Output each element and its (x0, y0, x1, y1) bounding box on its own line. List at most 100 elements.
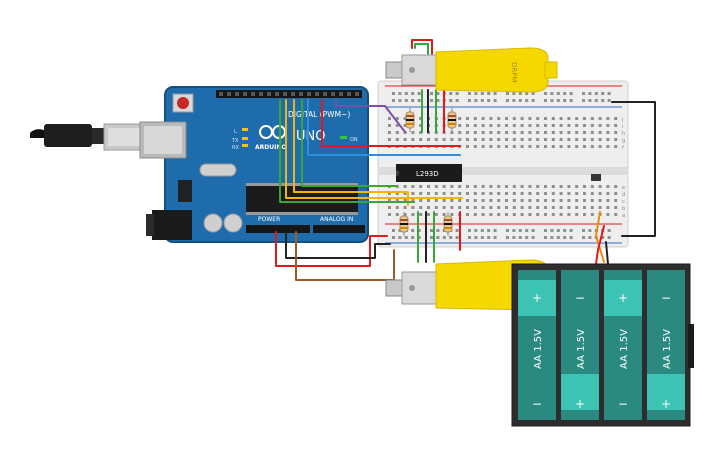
breadboard-hole (481, 117, 485, 120)
breadboard-hole (395, 213, 399, 216)
breadboard-hole (590, 213, 594, 216)
breadboard-hole (606, 131, 610, 134)
breadboard-hole (536, 131, 540, 134)
breadboard-hole (583, 206, 586, 209)
breadboard-hole (536, 117, 540, 120)
breadboard-hole (419, 138, 423, 141)
breadboard-hole (590, 131, 594, 134)
breadboard-hole (544, 206, 547, 209)
power-label: POWER (258, 216, 280, 223)
usb-plug-neck (92, 128, 104, 144)
breadboard-hole (419, 192, 423, 195)
cell-label: AA 1.5V (576, 329, 587, 369)
breadboard-hole (551, 145, 555, 148)
breadboard-hole (466, 199, 469, 202)
breadboard-rail-hole (474, 229, 478, 232)
breadboard-hole (458, 192, 462, 195)
breadboard-hole (606, 124, 610, 127)
rx-led (242, 144, 248, 147)
breadboard-hole (419, 185, 423, 188)
atmega-socket-bottom (246, 212, 358, 215)
breadboard-rail-hole (582, 99, 585, 102)
breadboard-rail-hole (487, 99, 491, 102)
capacitor-2 (223, 213, 243, 233)
breadboard-hole (497, 131, 501, 134)
breadboard-hole (388, 117, 391, 120)
breadboard-hole (575, 138, 579, 141)
resistor-bottom-1 (399, 212, 409, 236)
breadboard-hole (559, 213, 563, 216)
breadboard-hole (551, 138, 555, 141)
breadboard-hole (614, 117, 618, 120)
breadboard-rail-hole (569, 236, 573, 239)
reset-button[interactable] (177, 97, 189, 109)
breadboard-hole (388, 138, 391, 141)
breadboard-rail-hole (563, 236, 567, 239)
analog-header (313, 225, 365, 233)
breadboard-hole (450, 199, 454, 202)
breadboard-hole (388, 131, 391, 134)
slide-switch[interactable] (591, 174, 601, 181)
breadboard-rail-hole (506, 92, 509, 95)
breadboard-hole (606, 145, 610, 148)
breadboard-rail-hole (398, 99, 402, 102)
breadboard-hole (411, 131, 415, 134)
breadboard-rail-hole (594, 92, 598, 95)
arduino-uno-board[interactable]: DIGITAL (PWM~) ARDUINO UNO ON L TX RX PO… (139, 86, 369, 243)
breadboard-rail-hole (531, 99, 535, 102)
breadboard-hole (528, 117, 532, 120)
breadboard-rail-hole (512, 229, 516, 232)
breadboard-hole (512, 213, 516, 216)
dc-gear-motor-top[interactable]: DRPM (385, 47, 558, 93)
breadboard-rail-hole (544, 92, 547, 95)
breadboard-hole (528, 185, 532, 188)
analog-label: ANALOG IN (320, 216, 353, 223)
wire-orange (595, 211, 605, 263)
breadboard-hole (450, 131, 454, 134)
cell-label: AA 1.5V (533, 329, 544, 369)
breadboard-rail-hole (449, 99, 453, 102)
l293d-motor-driver[interactable]: L293D (396, 164, 462, 182)
breadboard-rail-hole (607, 229, 611, 232)
breadboard-hole (536, 213, 540, 216)
breadboard-hole (411, 199, 415, 202)
breadboard-rail-hole (569, 92, 573, 95)
breadboard-hole (395, 138, 399, 141)
breadboard-hole (567, 145, 571, 148)
breadboard-hole (551, 199, 555, 202)
digital-pins-label: DIGITAL (PWM~) (288, 110, 350, 119)
breadboard-hole (575, 199, 579, 202)
breadboard-rail-hole (582, 92, 585, 95)
battery-cell: +−AA 1.5V (604, 270, 642, 420)
breadboard-hole (575, 124, 579, 127)
breadboard-hole (590, 145, 594, 148)
battery-pack-4xaa[interactable]: +−AA 1.5V−+AA 1.5V+−AA 1.5V−+AA 1.5V (511, 263, 694, 427)
breadboard-hole (403, 192, 407, 195)
breadboard-hole (520, 192, 524, 195)
breadboard-hole (567, 138, 571, 141)
crystal-oscillator (199, 163, 237, 177)
breadboard-hole (497, 117, 501, 120)
breadboard-hole (567, 124, 571, 127)
breadboard-hole (419, 117, 423, 120)
row-letter: j (621, 117, 623, 123)
breadboard-hole (544, 131, 547, 134)
breadboard-hole (606, 117, 610, 120)
breadboard-hole (544, 138, 547, 141)
breadboard-hole (567, 185, 571, 188)
motor-bottom-can (401, 271, 437, 305)
breadboard-hole (567, 199, 571, 202)
breadboard-rail-hole (398, 236, 402, 239)
motor-top-terminal (409, 67, 415, 73)
breadboard-hole (427, 206, 430, 209)
rx-led-label: RX (232, 145, 239, 151)
breadboard-rail-hole (493, 92, 497, 95)
breadboard-hole (473, 131, 477, 134)
breadboard-hole (505, 199, 508, 202)
breadboard-rail-hole (506, 99, 509, 102)
row-letter: i (622, 124, 623, 130)
breadboard-rail-hole (392, 236, 395, 239)
breadboard-rail-hole (544, 99, 547, 102)
